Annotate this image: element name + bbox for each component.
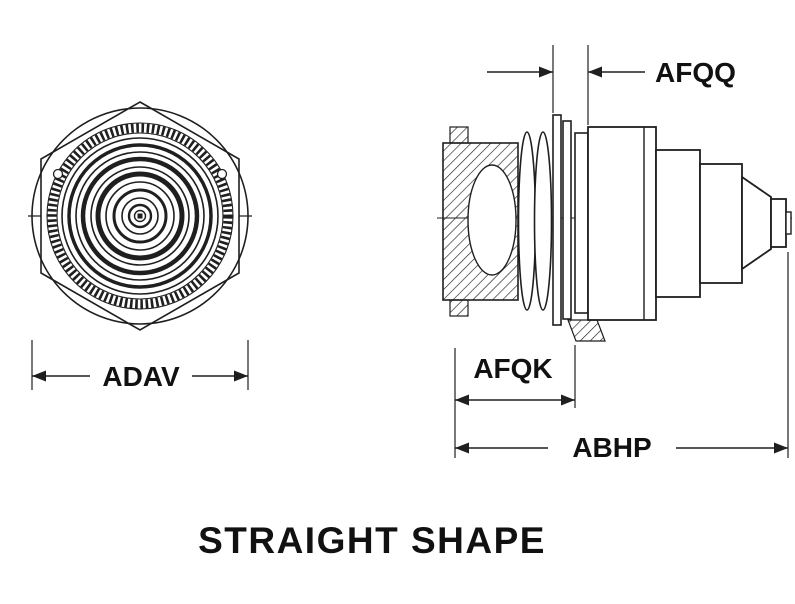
rear-cavity <box>467 164 517 276</box>
ring-circle-7 <box>105 181 175 251</box>
polarization-lug-right <box>216 168 228 180</box>
rear-screw-bottom <box>449 299 469 317</box>
gasket-lens-1 <box>517 131 537 311</box>
panel-washer <box>574 132 589 314</box>
knurl-teeth-ring <box>47 123 233 309</box>
ring-circle-9 <box>121 197 159 235</box>
flange-plate-2 <box>562 120 572 320</box>
nose-tip-end <box>785 211 792 235</box>
flange-plate-1 <box>552 114 562 326</box>
dimension-adav: ADAV <box>31 340 249 392</box>
ring-circle-2 <box>67 143 213 289</box>
ring-circle-4 <box>80 156 200 276</box>
dimension-afqq: AFQQ <box>487 45 736 125</box>
dim-label-panel-gap: AFQQ <box>655 57 736 88</box>
ring-circle-6 <box>95 171 185 261</box>
rear-screw-top <box>449 126 469 144</box>
dimension-abhp: ABHP <box>454 252 789 463</box>
side-view <box>437 114 792 342</box>
abhp-arrow-right <box>774 442 788 454</box>
afqk-arrow-right <box>561 394 575 406</box>
dim-label-rear-section: AFQK <box>473 353 552 384</box>
knurl-inner-circle <box>56 132 224 300</box>
nose-cone <box>741 175 772 271</box>
center-key-square <box>137 213 143 219</box>
polarization-lug-left <box>52 168 64 180</box>
front-view <box>28 101 252 331</box>
gasket-lens-2 <box>533 131 553 311</box>
ring-circle-5 <box>90 166 190 266</box>
dimension-afqk: AFQK <box>454 345 576 412</box>
outer-shell-circle <box>31 107 249 325</box>
abhp-arrow-left <box>455 442 469 454</box>
nose-tip <box>770 198 787 248</box>
barrel-step-1 <box>655 149 701 298</box>
barrel-step-2 <box>699 163 743 284</box>
afqq-arrow-left <box>539 66 553 78</box>
coupling-nut <box>587 126 657 321</box>
afqk-arrow-left <box>455 394 469 406</box>
dim-label-overall-length: ABHP <box>572 432 651 463</box>
ring-circle-1 <box>61 137 219 295</box>
ring-circle-10 <box>127 203 153 229</box>
afqq-arrow-right <box>588 66 602 78</box>
ring-circle-8 <box>112 188 168 244</box>
adav-arrow-right <box>234 370 248 382</box>
knurl-outer-circle <box>46 122 234 310</box>
dim-label-front-diameter: ADAV <box>102 361 180 392</box>
adav-arrow-left <box>32 370 46 382</box>
lock-washer-teeth <box>567 319 606 342</box>
ring-circle-3 <box>75 151 205 281</box>
figure-title: STRAIGHT SHAPE <box>198 520 546 561</box>
center-pin-circle <box>133 209 147 223</box>
